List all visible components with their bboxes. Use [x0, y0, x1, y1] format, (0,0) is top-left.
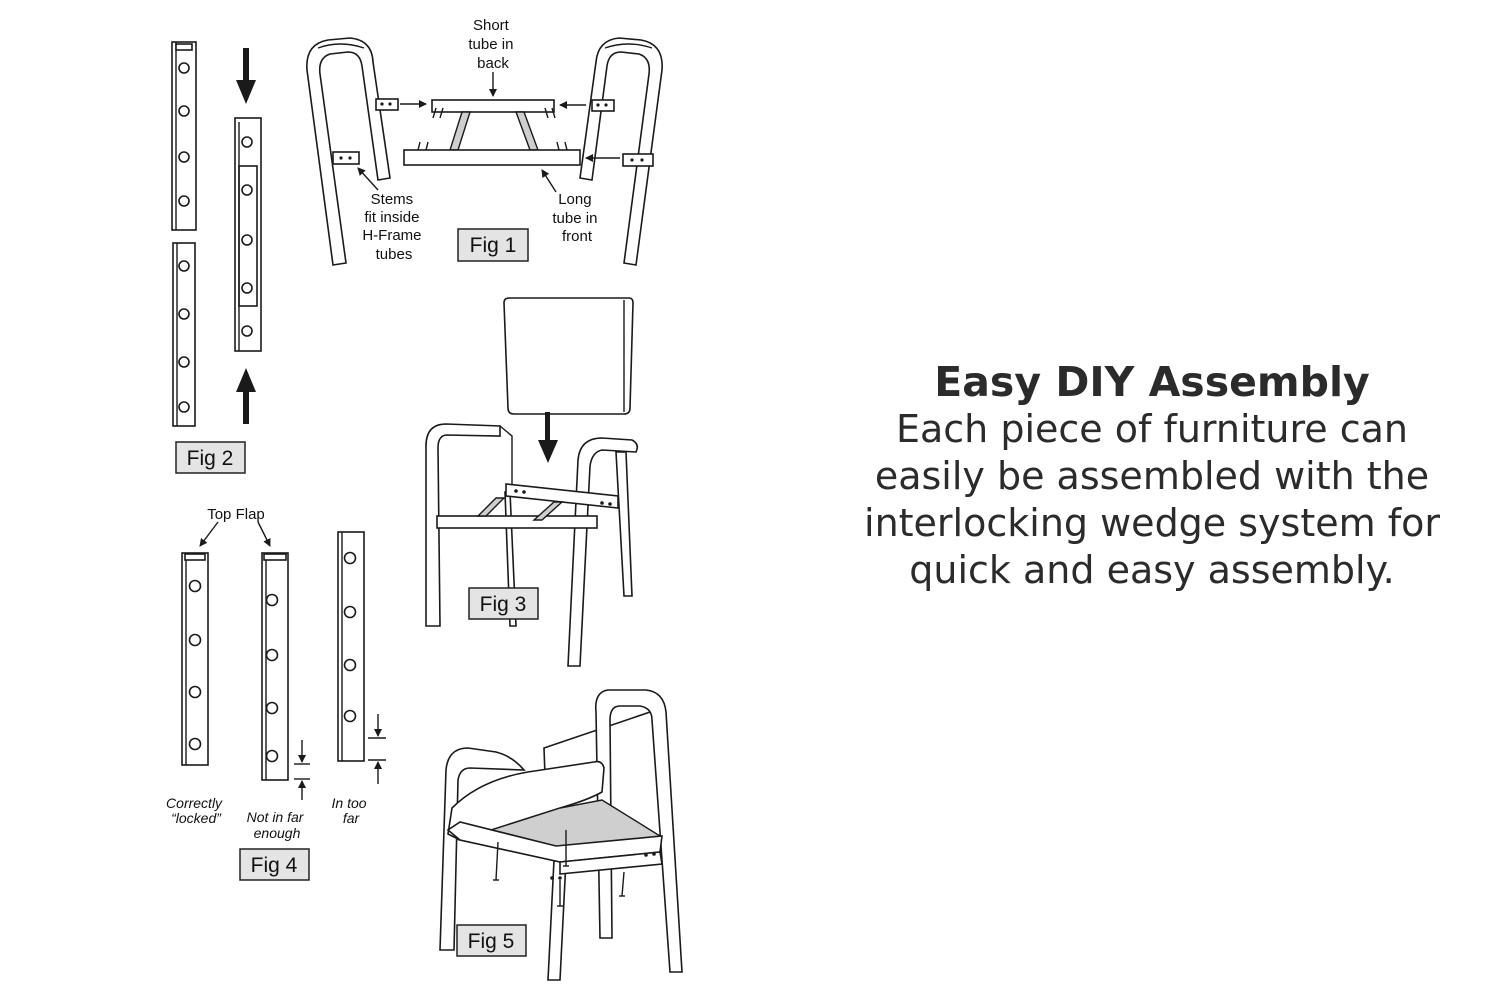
fig2-caption: Fig 2: [175, 441, 246, 474]
fig1-stems-line: H-Frame: [362, 227, 421, 244]
fig3-illustration: [425, 297, 639, 667]
fig5-illustration: [439, 689, 683, 981]
fig2-illustration: [171, 41, 262, 427]
fig1-short-tube-label: Short tube in back: [468, 17, 517, 72]
fig1-caption-text: Fig 1: [470, 234, 517, 257]
fig1-stems-line: fit inside: [364, 209, 419, 226]
promo-headline: Easy DIY Assembly: [934, 358, 1370, 406]
fig4-too-far-line: far: [343, 810, 361, 826]
fig3-caption: Fig 3: [468, 587, 539, 620]
fig4-not-far-label: Not in far enough: [247, 809, 308, 841]
fig4-illustration: [181, 521, 386, 800]
fig1-stems-label: Stems fit inside H-Frame tubes: [362, 191, 425, 263]
fig1-stems-line: tubes: [376, 246, 413, 263]
fig4-top-flap-label: Top Flap: [207, 506, 265, 523]
fig1-short-tube-line: Short: [473, 17, 510, 34]
fig1-long-tube-line: front: [562, 228, 593, 245]
fig4-caption: Fig 4: [239, 848, 310, 881]
fig3-caption-text: Fig 3: [480, 593, 527, 616]
fig4-caption-text: Fig 4: [251, 854, 298, 877]
fig2-caption-text: Fig 2: [187, 447, 234, 470]
fig5-caption-text: Fig 5: [468, 930, 515, 953]
fig1-short-tube-line: tube in: [468, 36, 513, 53]
fig1-stems-line: Stems: [371, 191, 414, 208]
promo-description: Each piece of furniture can easily be as…: [864, 407, 1440, 592]
promo-text-block: Easy DIY Assembly Each piece of furnitur…: [850, 358, 1454, 594]
fig4-not-far-line: Not in far: [247, 809, 305, 825]
fig4-correct-line: Correctly: [166, 795, 223, 811]
fig1-long-tube-line: tube in: [552, 210, 597, 227]
fig4-not-far-line: enough: [254, 825, 301, 841]
fig1-short-tube-line: back: [477, 55, 509, 72]
fig1-illustration: [306, 37, 663, 266]
fig4-too-far-line: In too: [332, 795, 367, 811]
fig4-too-far-label: In too far: [332, 795, 371, 826]
fig4-correct-line: “locked”: [171, 810, 222, 826]
fig5-caption: Fig 5: [456, 924, 527, 957]
fig4-correct-label: Correctly “locked”: [166, 795, 226, 826]
fig1-long-tube-label: Long tube in front: [552, 191, 601, 245]
fig1-caption: Fig 1: [457, 228, 529, 262]
fig1-long-tube-line: Long: [558, 191, 591, 208]
